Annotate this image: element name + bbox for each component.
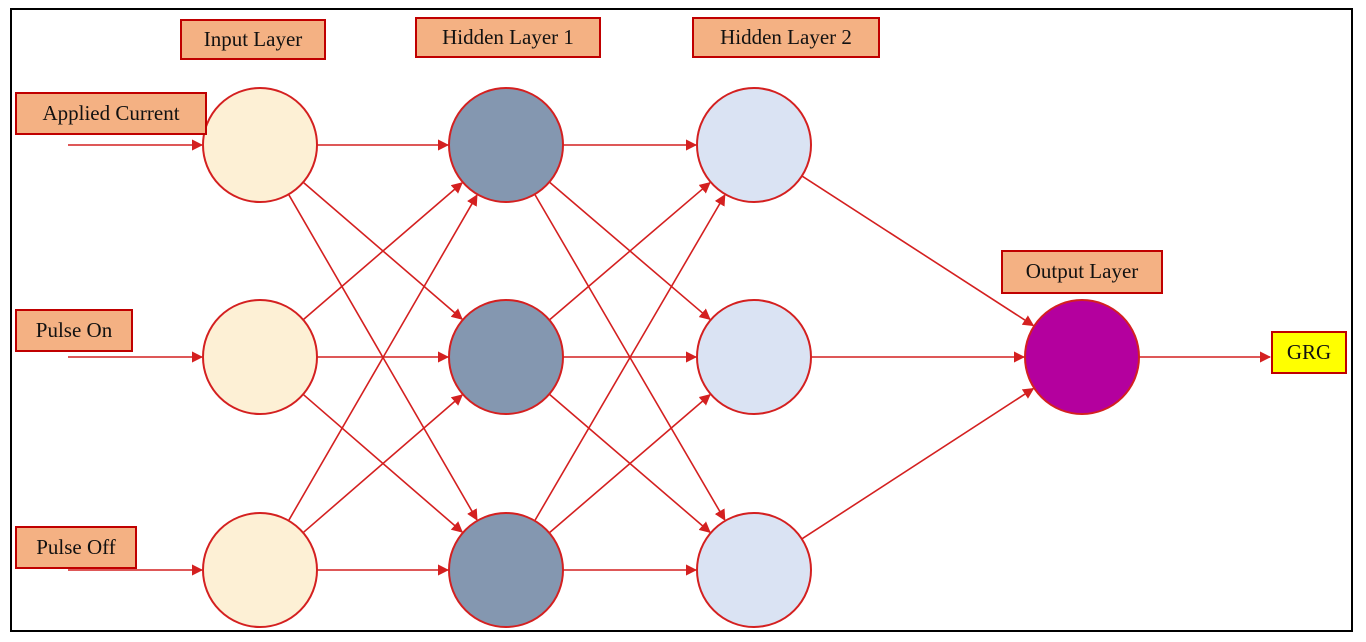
input-label-pulse-on: Pulse On: [15, 309, 133, 352]
output-result-text: GRG: [1287, 340, 1331, 364]
neurons: [202, 87, 1140, 628]
edge-input-3-to-hidden1-2: [302, 394, 463, 534]
input-label-applied-current-box: [15, 92, 207, 135]
hidden-layer-1-title-text: Hidden Layer 1: [442, 25, 574, 49]
edge-hidden1-2-to-hidden2-1: [548, 181, 711, 321]
hidden1-node-1: [448, 87, 564, 203]
edge-hidden1-3-to-hidden2-1: [534, 194, 726, 522]
input-label-pulse-on-box: [15, 309, 133, 352]
hidden-layer-1-title-box: [415, 17, 601, 58]
hidden-layer-2-title-box: [692, 17, 880, 58]
edge-hidden2-3-to-output-1: [801, 387, 1035, 540]
input-layer-title-box: [180, 19, 326, 60]
output-layer-title-text: Output Layer: [1026, 259, 1139, 283]
hidden2-node-1: [696, 87, 812, 203]
input-node-1: [202, 87, 318, 203]
hidden1-node-2: [448, 299, 564, 415]
input-layer-title-text: Input Layer: [204, 27, 303, 51]
edge-hidden2-1-to-output-1: [801, 175, 1035, 327]
input-node-2: [202, 299, 318, 415]
hidden-layer-2-title-text: Hidden Layer 2: [720, 25, 852, 49]
edge-input-2-to-hidden1-1: [302, 182, 463, 321]
hidden-layer-1-title: Hidden Layer 1: [415, 17, 601, 58]
input-node-3: [202, 512, 318, 628]
output-layer-title-box: [1001, 250, 1163, 294]
hidden2-node-3: [696, 512, 812, 628]
output-result-box: [1271, 331, 1347, 374]
input-label-applied-current: Applied Current: [15, 92, 207, 135]
edge-input-3-to-hidden1-1: [287, 194, 478, 522]
hidden-layer-2-title: Hidden Layer 2: [692, 17, 880, 58]
input-label-pulse-off-box: [15, 526, 137, 569]
input-label-pulse-off-text: Pulse Off: [36, 535, 116, 559]
input-label-pulse-on-text: Pulse On: [36, 318, 113, 342]
connections: [68, 139, 1272, 576]
hidden2-node-2: [696, 299, 812, 415]
output-result-label: GRG: [1271, 331, 1347, 374]
edge-hidden1-3-to-hidden2-2: [548, 394, 711, 534]
output-node-1: [1024, 299, 1140, 415]
input-label-pulse-off: Pulse Off: [15, 526, 137, 569]
hidden1-node-3: [448, 512, 564, 628]
input-layer-title: Input Layer: [180, 19, 326, 60]
input-label-applied-current-text: Applied Current: [42, 101, 179, 125]
output-layer-title: Output Layer: [1001, 250, 1163, 294]
